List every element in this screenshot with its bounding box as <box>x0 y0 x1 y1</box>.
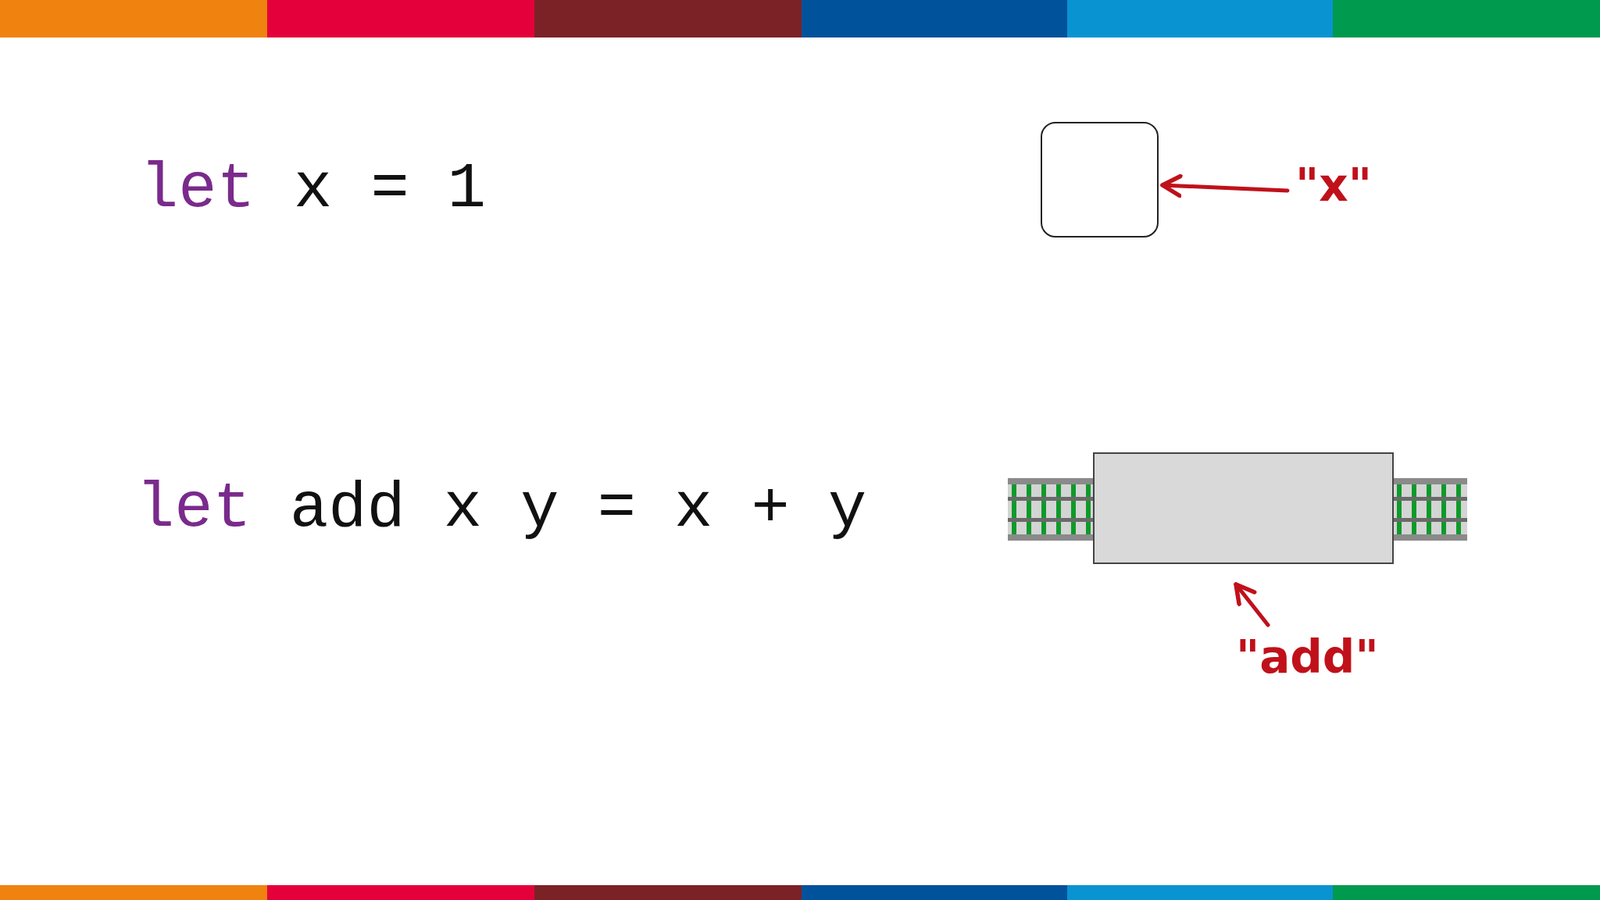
leader-arrow <box>1235 584 1268 625</box>
rail-track <box>1392 478 1468 541</box>
code-text: add x y = x + y <box>289 477 867 542</box>
handwritten-label: "add" <box>1235 634 1379 680</box>
function-box <box>1093 453 1393 564</box>
top-bar <box>0 0 1600 38</box>
code-keyword: let <box>135 477 252 542</box>
bottom-bar <box>0 885 1600 900</box>
code-keyword: let <box>139 157 256 222</box>
leader-arrow <box>1162 185 1288 191</box>
handwritten-label: "x" <box>1295 162 1372 208</box>
value-box <box>1041 122 1158 237</box>
code-text: x = 1 <box>293 157 486 222</box>
rail-track <box>1007 478 1095 541</box>
